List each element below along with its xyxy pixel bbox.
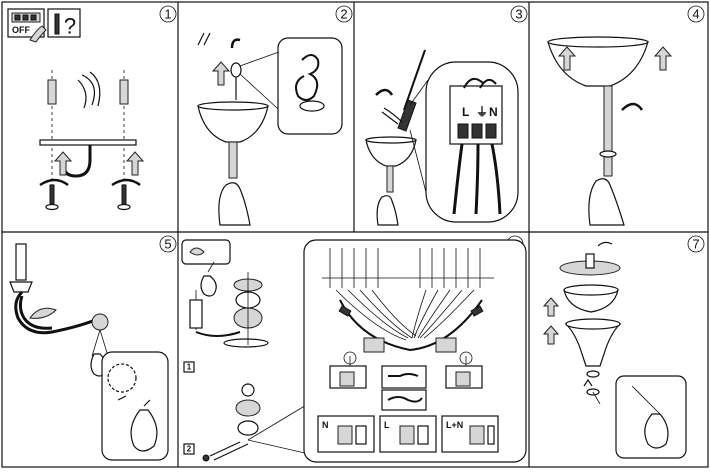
panel-6-right: N L L+N: [303, 239, 527, 463]
zoom-callout: [277, 37, 343, 135]
hook-closeup: [295, 54, 320, 101]
sub-step-1-badge: 1: [187, 363, 192, 372]
panel-5: [9, 243, 169, 461]
wire-strip-detail: [381, 365, 427, 411]
canopy: [547, 41, 649, 87]
wire-box-l-n: L+N: [441, 415, 499, 453]
lower-bowl: [564, 323, 622, 367]
bead-ring: [91, 313, 109, 331]
hook-detail: [230, 38, 241, 49]
chain-link: [230, 62, 242, 78]
upper-bowl: [563, 289, 619, 313]
screw-right: [117, 184, 131, 211]
step-number-3: 3: [510, 5, 528, 23]
up-arrow-icon: [53, 151, 73, 176]
rotate-arrow-icon: [621, 102, 644, 111]
candle-sleeve: [15, 243, 27, 281]
step-number-3-label: 3: [515, 7, 522, 22]
step-number-7-label: 7: [692, 237, 699, 252]
canopy: [197, 105, 269, 143]
chandelier-rod: [228, 141, 238, 179]
hand-icon: [218, 182, 251, 226]
wiring-detail-box: [303, 239, 527, 463]
crystal-drop: [644, 413, 669, 449]
panel-4: [547, 36, 673, 226]
switch-off-label: OFF: [12, 25, 30, 35]
rotate-arrow-icon: [375, 88, 394, 96]
panel-7: [542, 241, 687, 459]
hand-icon: [588, 178, 625, 226]
step-number-5: 5: [159, 235, 177, 253]
chandelier-rod: [603, 85, 613, 177]
crystal-drop: [130, 409, 158, 452]
question-mark: ?: [64, 14, 76, 39]
terminal-label-n: N: [489, 105, 498, 119]
rotate-arrow-icon: [111, 178, 141, 187]
step-number-5-label: 5: [164, 237, 171, 252]
wire-label-l: L: [384, 420, 390, 430]
connector-detail-right: [445, 351, 483, 389]
wire-connector: [363, 337, 385, 353]
up-arrow-icon: [125, 151, 145, 176]
canopy: [365, 139, 417, 167]
panel-2: [197, 32, 343, 226]
step-number-7: 7: [687, 235, 705, 253]
cable-bundle: [452, 143, 502, 215]
up-arrow-icon: [653, 46, 673, 71]
wire-label-l-n: L+N: [446, 420, 463, 430]
connector-detail-left: [329, 351, 367, 389]
chandelier-arm: [14, 290, 101, 335]
screw-left: [45, 184, 59, 211]
crystal-drop: [200, 275, 217, 297]
up-arrow-icon: [211, 61, 231, 86]
step-number-4: 4: [687, 5, 705, 23]
step-number-1: 1: [159, 5, 177, 23]
wire-box-l: L: [379, 415, 437, 453]
mounting-bar: [39, 139, 137, 146]
power-switch-icon: OFF: [7, 8, 47, 43]
wires: [381, 107, 403, 125]
terminal-label-earth: ⏚: [476, 105, 488, 119]
wall-plug-right: [119, 79, 129, 105]
up-arrow-icon: [542, 325, 560, 345]
up-arrow-icon: [557, 46, 577, 71]
hand-icon: [376, 195, 399, 226]
mains-cable: [77, 71, 101, 109]
screwdriver-icon: [397, 49, 426, 132]
panel-6-left: 1 2: [181, 239, 319, 462]
gallery-plate: [223, 338, 269, 348]
screwdriver-icon: ?: [47, 8, 81, 39]
panel-1: OFF ?: [7, 8, 145, 211]
hand-detail-box: [181, 239, 231, 265]
step-number-2-label: 2: [340, 7, 347, 22]
step-number-2: 2: [335, 5, 353, 23]
terminal-label-l: L: [462, 105, 469, 119]
wire-connector: [435, 337, 457, 353]
rotate-arrow-icon: [39, 178, 69, 187]
arm-tubes: [329, 248, 481, 288]
wire-fan: [335, 289, 475, 341]
up-arrow-icon: [542, 297, 560, 317]
panel-3: L ⏚ N: [365, 49, 519, 226]
sub-step-2-badge: 2: [187, 445, 192, 454]
wire-label-n: N: [322, 420, 329, 430]
wall-plug-left: [47, 79, 57, 105]
step-number-1-label: 1: [164, 7, 171, 22]
step-number-4-label: 4: [692, 7, 699, 22]
wire-box-n: N: [317, 415, 375, 453]
